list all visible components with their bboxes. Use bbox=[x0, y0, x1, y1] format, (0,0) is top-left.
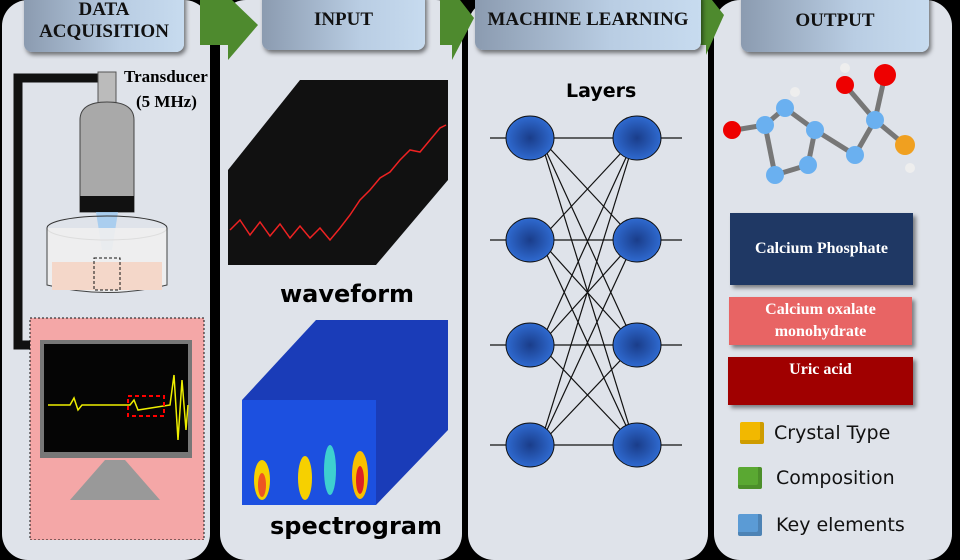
class-calcium-phosphate: Calcium Phosphate bbox=[730, 213, 913, 285]
header-data-acquisition: DATA ACQUISITION bbox=[24, 0, 184, 52]
spectrogram-stack bbox=[242, 320, 448, 505]
blue-cube-icon bbox=[738, 514, 762, 536]
diagram-graphics bbox=[13, 0, 915, 540]
transducer-icon bbox=[79, 101, 135, 250]
spectrogram-label: spectrogram bbox=[270, 512, 442, 540]
ml-panel bbox=[468, 0, 708, 560]
header-machine-learning: MACHINE LEARNING bbox=[475, 0, 701, 50]
legend-composition: Composition bbox=[738, 467, 895, 489]
beaker-icon bbox=[46, 215, 168, 293]
legend-crystal-type: Crystal Type bbox=[740, 422, 890, 444]
waveform-label: waveform bbox=[280, 280, 415, 308]
frequency-label: (5 MHz) bbox=[136, 92, 197, 111]
green-cube-icon bbox=[738, 467, 762, 489]
class-calcium-oxalate: Calcium oxalate monohydrate bbox=[729, 297, 912, 345]
waveform-stack bbox=[228, 80, 448, 265]
transducer-label: Transducer bbox=[124, 67, 208, 86]
arrow-2 bbox=[440, 0, 474, 60]
atoms bbox=[723, 63, 915, 184]
layers-label: Layers bbox=[566, 80, 637, 102]
legend-key-elements: Key elements bbox=[738, 514, 905, 536]
monitor-icon bbox=[40, 340, 192, 500]
neural-network bbox=[490, 137, 682, 446]
header-output: OUTPUT bbox=[741, 0, 929, 52]
arrow-1 bbox=[200, 0, 258, 60]
cable bbox=[13, 73, 105, 350]
yellow-cube-icon bbox=[740, 422, 764, 444]
class-uric-acid: Uric acid bbox=[728, 357, 913, 405]
transducer-stem bbox=[97, 71, 117, 105]
waveform-trace bbox=[229, 124, 447, 242]
network-nodes bbox=[505, 115, 662, 468]
signal-trace bbox=[48, 374, 189, 441]
header-input: INPUT bbox=[262, 0, 425, 50]
